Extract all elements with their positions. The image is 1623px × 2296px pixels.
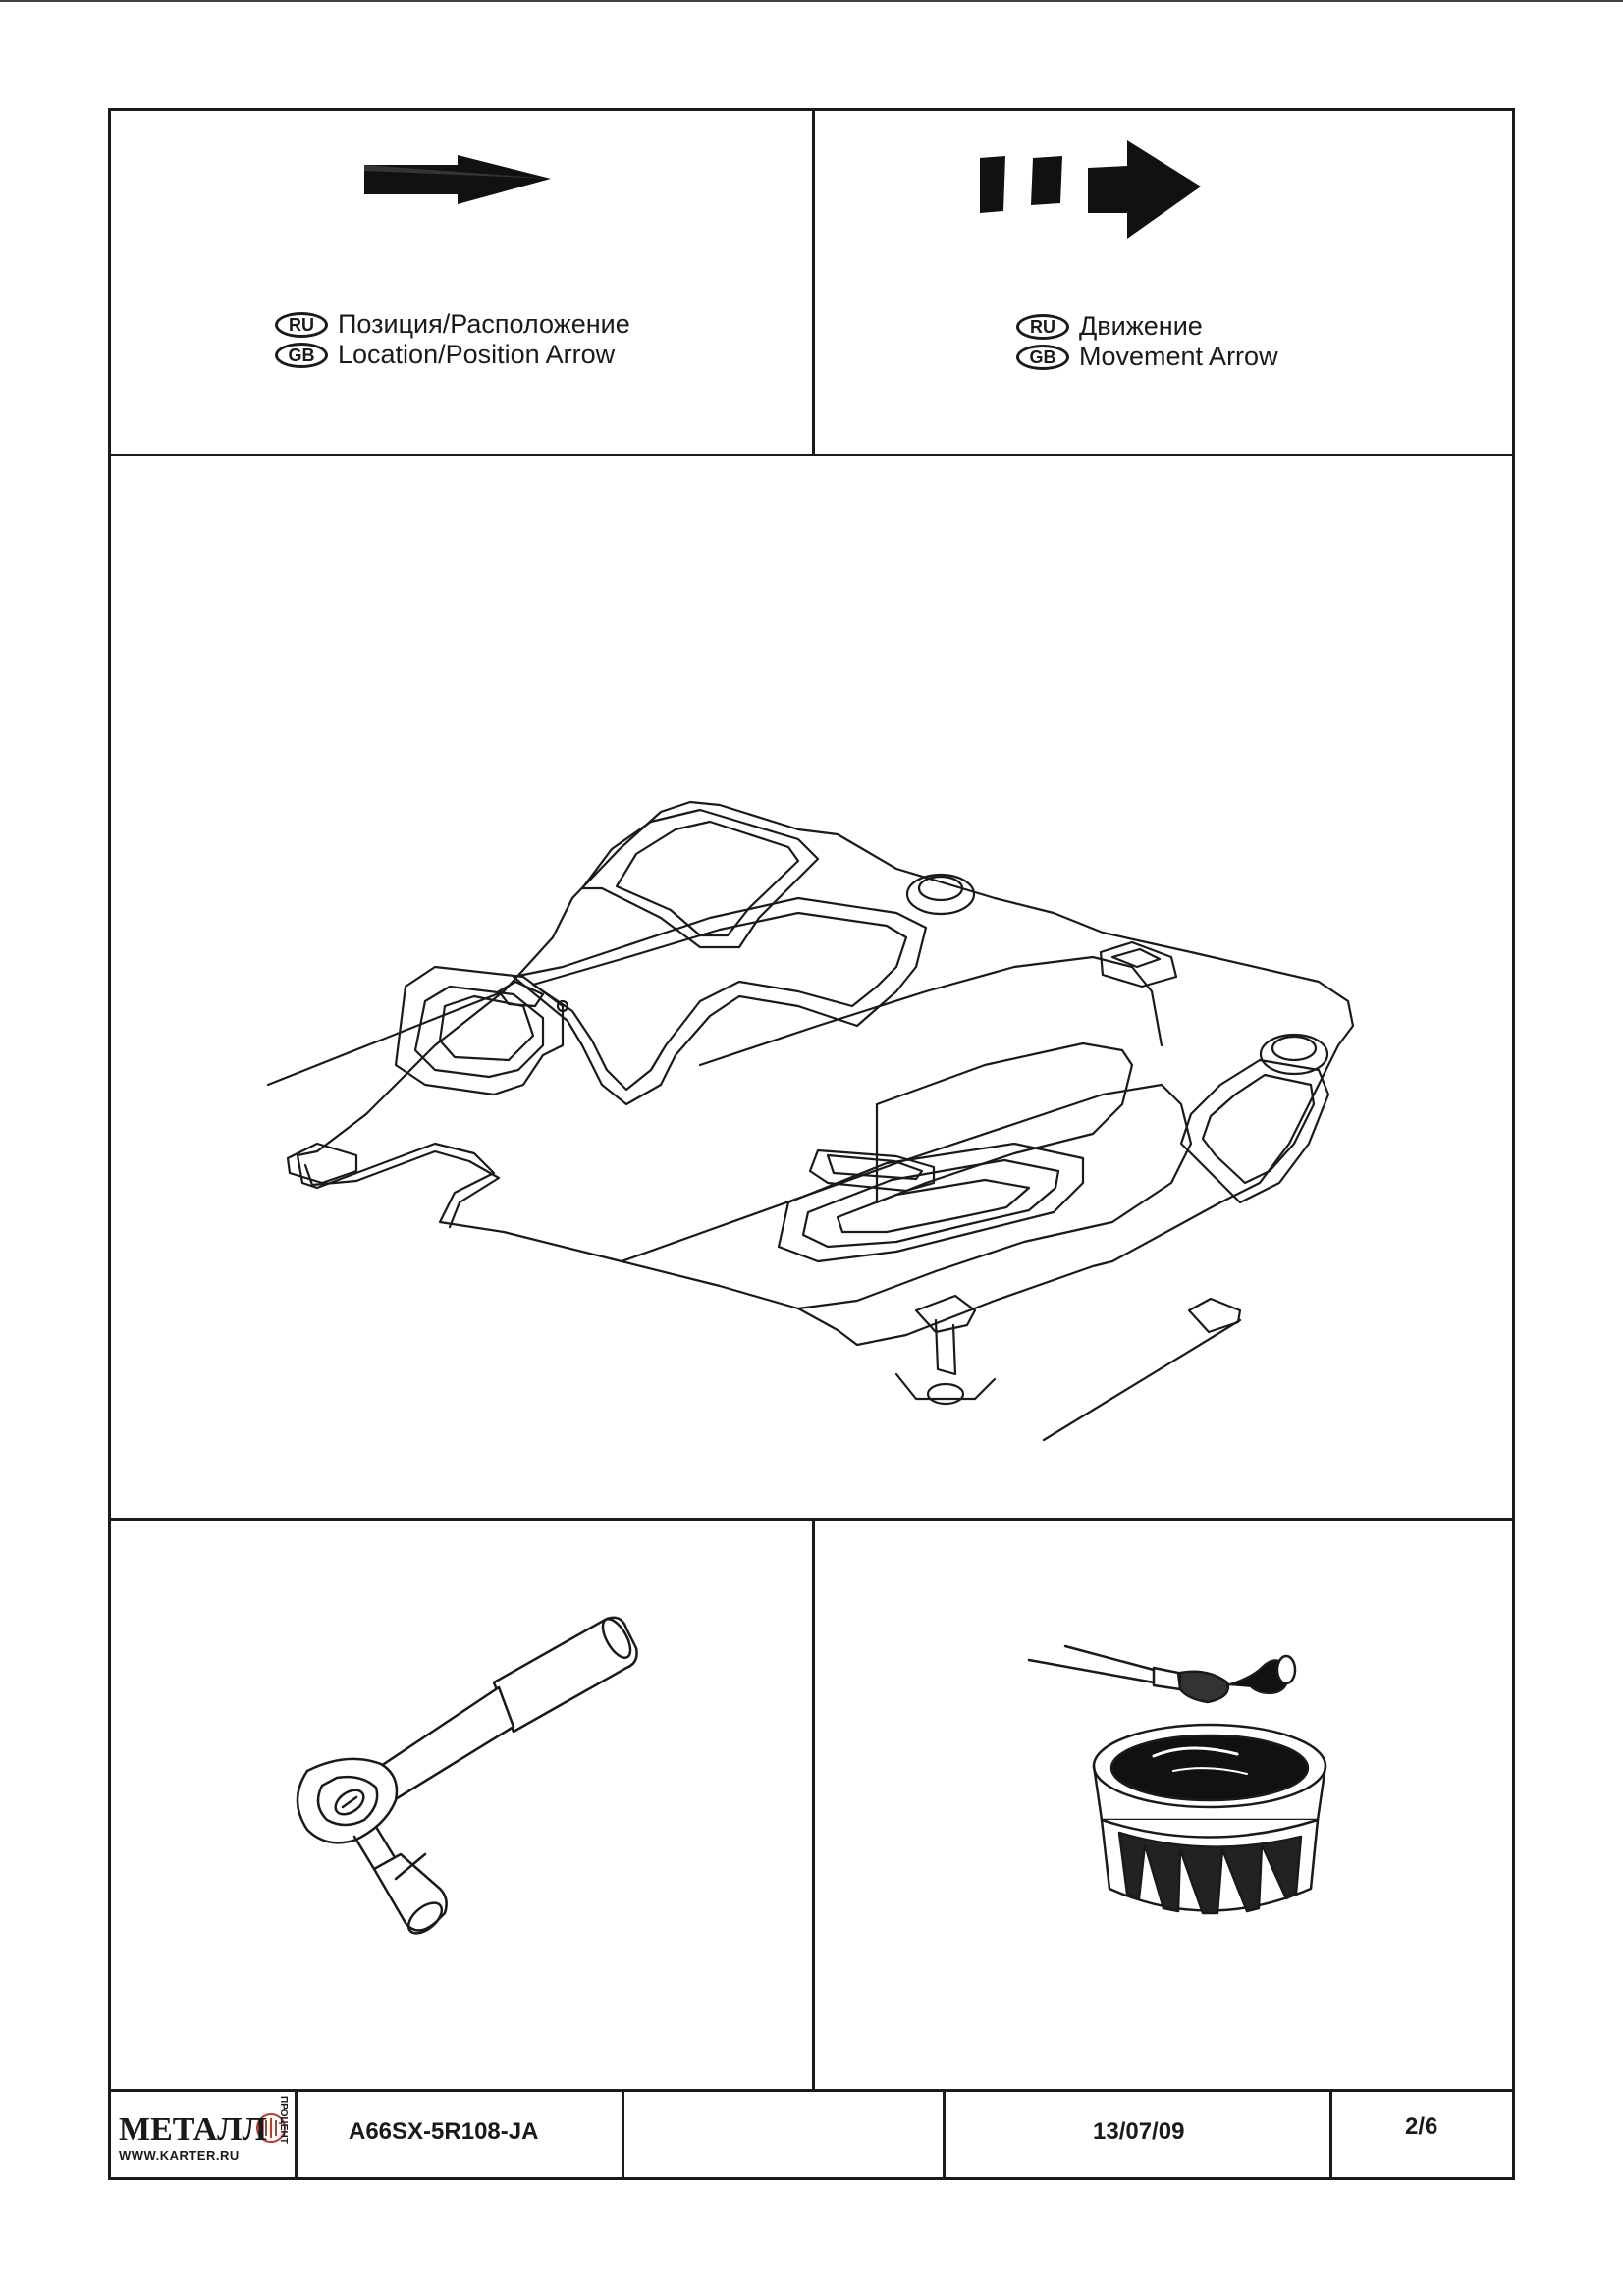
solid-arrow-icon xyxy=(364,155,551,204)
divider-bottom-vertical xyxy=(812,1518,815,2089)
paint-can-brush-icon xyxy=(1027,1644,1327,1915)
paint-cell xyxy=(815,1521,1512,2089)
footer-divider-3 xyxy=(943,2089,946,2177)
position-legend: RU Позиция/Расположение GB Location/Posi… xyxy=(275,309,630,370)
tool-cell xyxy=(111,1521,812,2089)
logo-vertical-text: ПРОЦЕНТ xyxy=(278,2096,289,2144)
skid-plate-drawing xyxy=(266,800,1355,1442)
footer-divider-2 xyxy=(622,2089,624,2177)
instruction-frame: RU Позиция/Расположение GB Location/Posi… xyxy=(108,108,1515,2180)
divider-footer-horizontal xyxy=(111,2089,1512,2092)
movement-legend-gb: GB Movement Arrow xyxy=(1016,342,1278,372)
movement-arrow-cell: RU Движение GB Movement Arrow xyxy=(815,111,1512,454)
divider-top-horizontal xyxy=(111,454,1512,456)
position-legend-ru: RU Позиция/Расположение xyxy=(275,309,630,340)
position-legend-gb: GB Location/Position Arrow xyxy=(275,340,630,370)
main-drawing-cell xyxy=(111,456,1512,1518)
page-top-rule xyxy=(0,0,1623,2)
dashed-arrow-icon xyxy=(980,140,1201,239)
footer-divider-4 xyxy=(1329,2089,1332,2177)
position-arrow-cell: RU Позиция/Расположение GB Location/Posi… xyxy=(111,111,812,454)
movement-legend-ru: RU Движение xyxy=(1016,311,1278,342)
date: 13/07/09 xyxy=(1093,2118,1185,2145)
gb-badge: GB xyxy=(1016,344,1069,370)
logo-url: WWW.KARTER.RU xyxy=(119,2148,240,2163)
ru-badge: RU xyxy=(1016,313,1069,340)
page-number: 2/6 xyxy=(1405,2113,1438,2140)
part-number: A66SX-5R108-JA xyxy=(349,2118,539,2145)
metallprotect-logo xyxy=(256,2113,286,2143)
ratchet-wrench-icon xyxy=(296,1616,638,1935)
position-gb-text: Location/Position Arrow xyxy=(338,340,616,369)
movement-ru-text: Движение xyxy=(1079,311,1203,341)
movement-gb-text: Movement Arrow xyxy=(1079,342,1278,371)
gb-badge: GB xyxy=(275,342,328,368)
ru-badge: RU xyxy=(275,311,328,338)
position-ru-text: Позиция/Расположение xyxy=(338,309,630,339)
footer-divider-1 xyxy=(295,2089,298,2177)
divider-top-vertical xyxy=(812,111,815,456)
logo-word: МЕТАЛЛ xyxy=(119,2111,267,2148)
footer-logo-cell: МЕТАЛЛ WWW.KARTER.RU ПРОЦЕНТ xyxy=(111,2092,295,2177)
movement-legend: RU Движение GB Movement Arrow xyxy=(1016,311,1278,372)
divider-middle-horizontal xyxy=(111,1518,1512,1521)
